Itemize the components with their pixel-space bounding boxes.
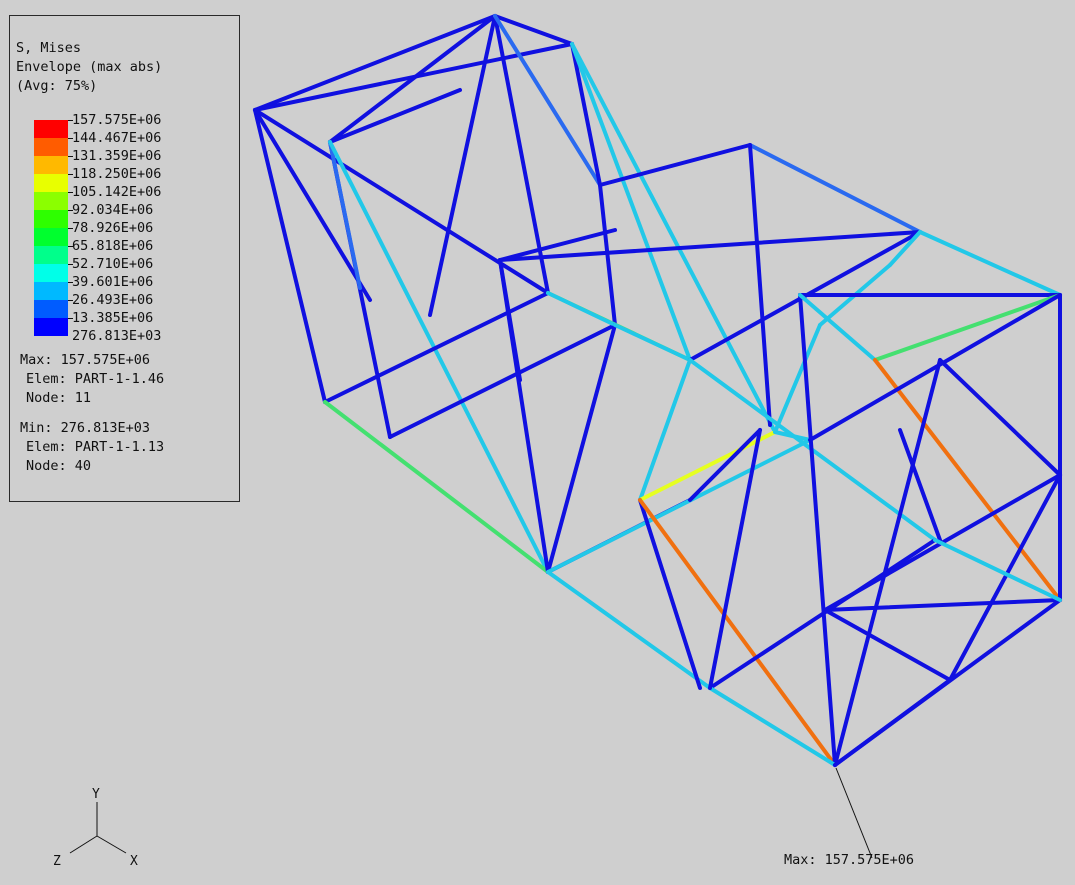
min-element: Elem: PART-1-1.13	[26, 439, 165, 455]
truss-member[interactable]	[253, 108, 550, 295]
legend-average: (Avg: 75%)	[16, 78, 98, 94]
truss-member[interactable]	[638, 358, 692, 502]
truss-member[interactable]	[823, 608, 952, 682]
truss-member[interactable]	[328, 14, 497, 144]
truss-member[interactable]	[873, 293, 1062, 362]
color-swatch	[34, 246, 68, 264]
truss-member[interactable]	[708, 538, 937, 690]
max-value: Max: 157.575E+06	[20, 352, 151, 368]
truss-member[interactable]	[323, 291, 550, 404]
truss-member[interactable]	[638, 430, 777, 502]
truss-member[interactable]	[938, 358, 1062, 477]
color-swatch	[34, 192, 68, 210]
min-value: Min: 276.813E+03	[20, 420, 151, 436]
truss-member[interactable]	[638, 498, 702, 690]
truss-member[interactable]	[498, 258, 550, 574]
truss-member[interactable]	[388, 323, 617, 439]
truss-member[interactable]	[918, 230, 1062, 297]
z-axis-label: Z	[53, 854, 61, 869]
color-bar-label: 39.601E+06	[72, 274, 154, 290]
max-callout-label: Max: 157.575E+06	[784, 852, 915, 868]
truss-member[interactable]	[898, 428, 942, 542]
truss-member[interactable]	[833, 598, 1062, 767]
truss-member[interactable]	[546, 570, 712, 690]
truss-member[interactable]	[253, 108, 327, 404]
truss-member[interactable]	[498, 230, 922, 262]
max-element: Elem: PART-1-1.46	[26, 371, 165, 387]
color-swatch	[34, 282, 68, 300]
truss-member[interactable]	[493, 14, 602, 187]
color-swatch	[34, 156, 68, 174]
color-bar-label: 13.385E+06	[72, 310, 154, 326]
truss-member[interactable]	[773, 323, 822, 434]
color-swatch	[34, 120, 68, 138]
color-bar-label: 276.813E+03	[72, 328, 162, 344]
truss-member[interactable]	[613, 323, 692, 362]
truss-member[interactable]	[933, 538, 1062, 602]
legend-title: S, Mises	[16, 40, 82, 56]
color-swatch	[34, 210, 68, 228]
color-swatch	[34, 318, 68, 336]
x-axis-label: X	[130, 854, 138, 869]
truss-member[interactable]	[323, 400, 550, 574]
truss-member[interactable]	[748, 143, 922, 234]
legend: S, Mises Envelope (max abs) (Avg: 75%) 1…	[9, 15, 240, 502]
truss-member[interactable]	[873, 358, 1062, 602]
truss-member[interactable]	[708, 428, 762, 690]
color-swatch	[34, 264, 68, 282]
axis-triad: Y Z X	[53, 787, 138, 869]
color-bar-label: 118.250E+06	[72, 166, 162, 182]
truss-member[interactable]	[428, 14, 497, 317]
color-bar-label: 131.359E+06	[72, 148, 162, 164]
truss-member[interactable]	[498, 228, 617, 262]
truss-member[interactable]	[808, 293, 1062, 442]
color-swatch	[34, 228, 68, 246]
truss-member[interactable]	[546, 323, 617, 574]
color-bar-label: 105.142E+06	[72, 184, 162, 200]
truss-member[interactable]	[948, 473, 1062, 682]
color-bar-label: 65.818E+06	[72, 238, 154, 254]
truss-member[interactable]	[328, 140, 550, 574]
truss-member[interactable]	[598, 143, 752, 187]
truss-member[interactable]	[253, 108, 372, 302]
color-bar-label: 26.493E+06	[72, 292, 154, 308]
color-bar-label: 78.926E+06	[72, 220, 154, 236]
truss-member[interactable]	[493, 14, 574, 46]
max-callout-leader	[835, 767, 873, 859]
min-node: Node: 40	[26, 458, 92, 474]
truss-member[interactable]	[688, 428, 762, 502]
color-bar-label: 92.034E+06	[72, 202, 154, 218]
truss-member[interactable]	[638, 498, 837, 767]
legend-subtitle: Envelope (max abs)	[16, 59, 163, 75]
color-swatch	[34, 300, 68, 318]
truss-member[interactable]	[546, 291, 617, 327]
truss-member[interactable]	[798, 293, 877, 362]
color-swatch	[34, 138, 68, 156]
truss-member[interactable]	[833, 358, 942, 767]
truss-member[interactable]	[888, 230, 922, 267]
truss-member[interactable]	[748, 143, 772, 427]
truss-member[interactable]	[570, 42, 602, 187]
truss-member[interactable]	[328, 140, 362, 290]
color-bar-label: 144.467E+06	[72, 130, 162, 146]
color-bar-label: 157.575E+06	[72, 112, 162, 128]
color-bar-label: 52.710E+06	[72, 256, 154, 272]
truss-member[interactable]	[570, 42, 692, 362]
truss-member[interactable]	[773, 430, 812, 442]
max-node: Node: 11	[26, 390, 92, 406]
color-bar	[34, 120, 68, 336]
truss-member[interactable]	[598, 183, 617, 327]
truss-member[interactable]	[546, 438, 812, 574]
truss-member[interactable]	[493, 14, 550, 295]
truss-member[interactable]	[823, 598, 1062, 612]
truss-member[interactable]	[570, 42, 777, 434]
y-axis-label: Y	[92, 787, 100, 802]
truss-member[interactable]	[708, 686, 837, 767]
truss-member[interactable]	[328, 88, 462, 144]
color-swatch	[34, 174, 68, 192]
truss-member[interactable]	[253, 14, 497, 112]
truss-member[interactable]	[798, 293, 837, 767]
